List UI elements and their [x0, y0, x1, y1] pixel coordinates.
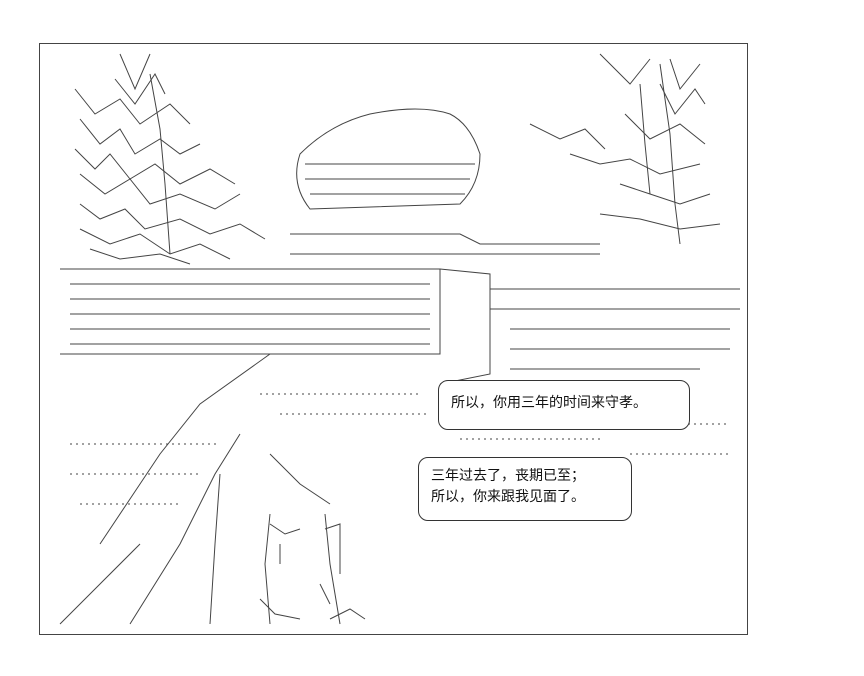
sun-shape [296, 108, 481, 210]
speech-bubble-1: 所以，你用三年的时间来守孝。 [438, 380, 690, 430]
speech-bubble-2: 三年过去了，丧期已至； 所以，你来跟我见面了。 [418, 457, 632, 521]
house-outline [60, 233, 740, 385]
figures [259, 523, 366, 620]
road-lines [59, 353, 341, 625]
panel-frame: 所以，你用三年的时间来守孝。 三年过去了，丧期已至； 所以，你来跟我见面了。 [39, 43, 748, 635]
ascii-art-scene [59, 53, 740, 625]
scatter-marks [70, 393, 730, 505]
bubble-2-line-2: 所以，你来跟我见面了。 [431, 489, 585, 505]
right-tree-branches [529, 53, 721, 245]
bubble-1-text: 所以，你用三年的时间来守孝。 [451, 395, 647, 411]
left-tree-branches [74, 53, 266, 265]
bubble-2-line-1: 三年过去了，丧期已至； [431, 468, 585, 484]
